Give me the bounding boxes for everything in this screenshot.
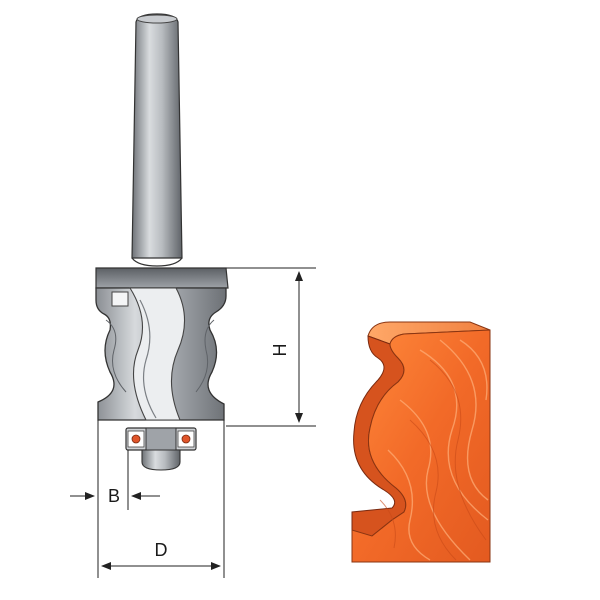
bearing-icon <box>125 427 197 471</box>
wood-grain <box>387 339 489 561</box>
diameter-label: D <box>155 540 168 560</box>
height-label: H <box>270 344 290 357</box>
cutter-flute <box>129 287 186 421</box>
wood-main-face <box>351 329 491 563</box>
wood-profile-icon <box>351 321 491 563</box>
bearing-offset-label: B <box>108 486 120 506</box>
dimension-lines <box>70 267 316 578</box>
shank <box>131 13 183 259</box>
cutter-top-plate <box>95 267 229 289</box>
shank-top <box>136 14 178 24</box>
router-bit-icon <box>95 13 229 471</box>
